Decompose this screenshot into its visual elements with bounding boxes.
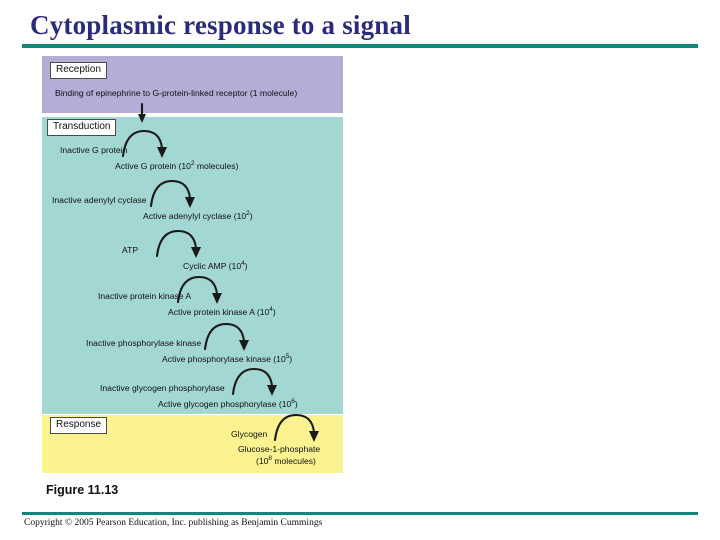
response-product-amount: (108 molecules) — [256, 455, 316, 466]
figure-caption: Figure 11.13 — [46, 483, 119, 497]
stage-label-transduction: Transduction — [47, 119, 117, 136]
page-title: Cytoplasmic response to a signal — [30, 10, 411, 40]
cascade-active-0: Active G protein (102 molecules) — [115, 160, 239, 171]
cascade-inactive-4: Inactive phosphorylase kinase — [86, 338, 202, 348]
cascade-active-4: Active phosphorylase kinase (105) — [162, 353, 293, 364]
cascade-active-1: Active adenylyl cyclase (102) — [143, 210, 253, 221]
stage-label-response: Response — [50, 417, 108, 434]
response-substrate-label: Glycogen — [231, 429, 268, 439]
cascade-inactive-0: Inactive G protein — [60, 145, 128, 155]
transduction-panel — [42, 117, 343, 414]
footer-divider — [22, 512, 698, 515]
response-product-label: Glucose-1-phosphate — [238, 444, 321, 454]
cascade-active-2: Cyclic AMP (104) — [183, 260, 248, 271]
cascade-active-5: Active glycogen phosphorylase (106) — [158, 398, 298, 409]
title-divider — [22, 44, 698, 48]
cascade-inactive-1: Inactive adenylyl cyclase — [52, 195, 147, 205]
copyright-notice: Copyright © 2005 Pearson Education, Inc.… — [24, 518, 323, 528]
reception-binding-text: Binding of epinephrine to G-protein-link… — [55, 88, 298, 98]
cascade-inactive-3: Inactive protein kinase A — [98, 291, 192, 301]
cascade-inactive-2: ATP — [122, 245, 139, 255]
cascade-inactive-5: Inactive glycogen phosphorylase — [100, 383, 225, 393]
signal-transduction-diagram: Reception Transduction Response Binding … — [42, 56, 343, 473]
stage-label-reception: Reception — [50, 62, 108, 79]
cascade-active-3: Active protein kinase A (104) — [168, 306, 276, 317]
